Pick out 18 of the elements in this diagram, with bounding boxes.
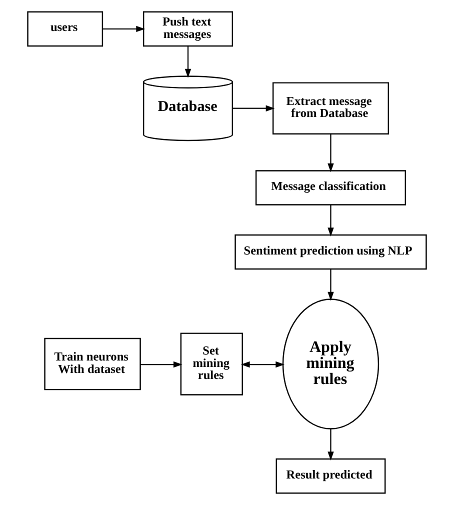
- arrow: [232, 105, 274, 112]
- node-box: Push text messages: [142, 11, 233, 47]
- arrow: [184, 46, 191, 78]
- node-ellipse: Apply mining rules: [282, 298, 379, 430]
- node-box: Extract message from Database: [272, 82, 389, 134]
- arrow: [327, 134, 334, 172]
- arrow: [327, 204, 334, 236]
- arrow: [240, 361, 284, 368]
- node-box: Train neurons With dataset: [44, 338, 140, 390]
- node-box: Result predicted: [275, 458, 386, 494]
- node-box: Sentiment prediction using NLP: [234, 234, 426, 270]
- arrow: [327, 428, 334, 461]
- node-box: users: [26, 11, 103, 47]
- arrow: [327, 269, 334, 301]
- arrow: [102, 26, 145, 32]
- node-box: Message classification: [254, 170, 406, 206]
- arrow: [140, 361, 182, 368]
- node-box: Set mining rules: [180, 332, 242, 396]
